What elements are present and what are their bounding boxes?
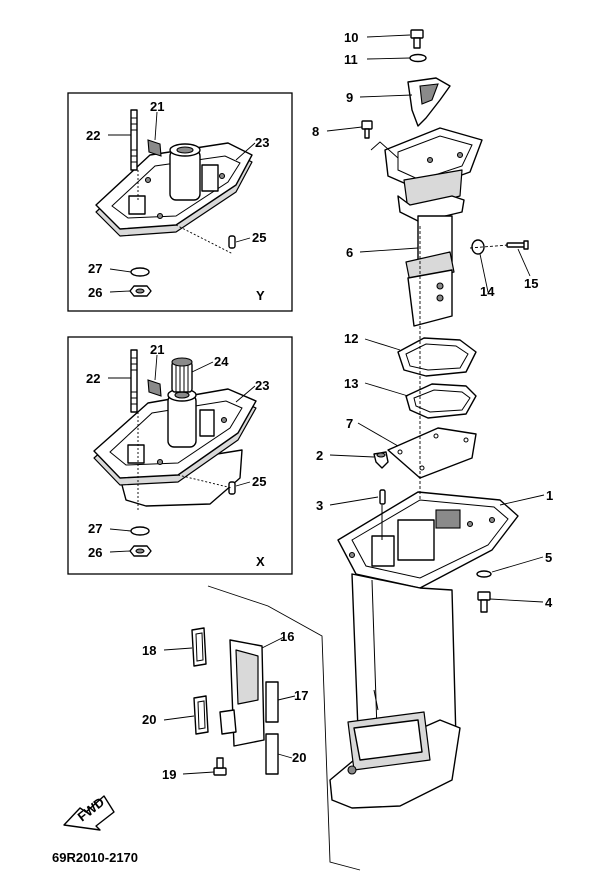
callout-16: 16 <box>280 629 294 644</box>
inset-x-label: X <box>256 554 265 569</box>
screw-19 <box>213 757 227 776</box>
washer-27-y <box>130 267 150 277</box>
stud-bolt-22-x <box>130 349 138 413</box>
plate-18 <box>191 627 207 667</box>
callout-20-b: 20 <box>292 750 306 765</box>
callout-4: 4 <box>545 595 553 610</box>
upper-casing-cover-y <box>95 142 253 237</box>
grommet-14 <box>471 239 485 255</box>
callout-17: 17 <box>294 688 308 703</box>
callout-27-y: 27 <box>88 261 102 276</box>
lower-casing-1 <box>329 491 519 809</box>
callout-26-x: 26 <box>88 545 102 560</box>
bolt-8 <box>361 120 373 139</box>
callout-21-y: 21 <box>150 99 164 114</box>
callout-9: 9 <box>346 90 353 105</box>
callout-8: 8 <box>312 124 319 139</box>
inset-y-label: Y <box>256 288 265 303</box>
callout-5: 5 <box>545 550 552 565</box>
fwd-arrow-icon: FWD <box>63 794 115 831</box>
pin-25-y <box>228 235 236 249</box>
callout-18: 18 <box>142 643 156 658</box>
gasket-7 <box>387 427 477 479</box>
cover-plane-outline <box>207 585 361 871</box>
callout-22-x: 22 <box>86 371 100 386</box>
grommet-2 <box>373 451 389 469</box>
stud-bolt-22-y <box>130 109 138 171</box>
plate-20a <box>193 695 209 735</box>
callout-6: 6 <box>346 245 353 260</box>
inset-y-frame <box>67 92 293 312</box>
washer-11 <box>409 53 427 63</box>
callout-1: 1 <box>546 488 553 503</box>
bracket-9 <box>407 77 451 127</box>
nut-26-x <box>129 545 152 557</box>
callout-13: 13 <box>344 376 358 391</box>
callout-3: 3 <box>316 498 323 513</box>
callout-27-x: 27 <box>88 521 102 536</box>
callout-20-a: 20 <box>142 712 156 727</box>
callout-25-x: 25 <box>252 474 266 489</box>
callout-19: 19 <box>162 767 176 782</box>
cover-16 <box>219 639 265 747</box>
inset-y <box>67 92 293 312</box>
inset-x-frame <box>67 336 293 575</box>
pin-25-x <box>228 481 236 495</box>
pin-3 <box>379 489 386 505</box>
plate-20b <box>265 733 279 775</box>
seal-21-x <box>147 379 162 397</box>
lower-casing-x <box>93 388 257 507</box>
callout-15: 15 <box>524 276 538 291</box>
callout-2: 2 <box>316 448 323 463</box>
seal-21-y <box>147 139 162 157</box>
plate-17 <box>265 681 279 723</box>
bolt-4 <box>477 591 491 613</box>
callout-11: 11 <box>344 52 358 67</box>
callout-21-x: 21 <box>150 342 164 357</box>
callout-23-y: 23 <box>255 135 269 150</box>
impeller-24-x <box>171 357 193 393</box>
callout-14: 14 <box>480 284 495 299</box>
gasket-12 <box>397 337 477 377</box>
washer-5 <box>476 570 492 578</box>
callout-12: 12 <box>344 331 358 346</box>
callout-7: 7 <box>346 416 353 431</box>
callout-24-x: 24 <box>214 354 229 369</box>
nut-26-y <box>129 285 152 297</box>
bolt-10 <box>410 29 424 49</box>
screw-15 <box>506 240 529 250</box>
gasket-13 <box>405 383 477 419</box>
washer-27-x <box>130 526 150 536</box>
callout-26-y: 26 <box>88 285 102 300</box>
callout-10: 10 <box>344 30 358 45</box>
upper-casing-6 <box>384 127 483 327</box>
callout-23-x: 23 <box>255 378 269 393</box>
callout-22-y: 22 <box>86 128 100 143</box>
drawing-code: 69R2010-2170 <box>52 850 138 865</box>
callout-25-y: 25 <box>252 230 266 245</box>
inset-x <box>67 336 293 575</box>
